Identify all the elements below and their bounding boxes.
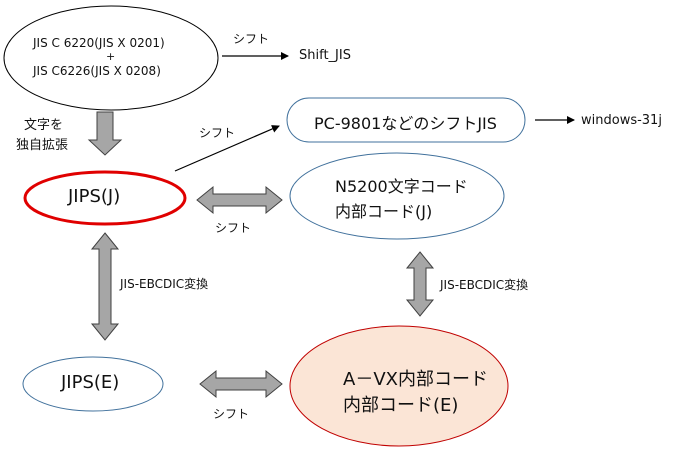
jips-n5200-double-arrow [196,185,283,215]
n5200-line1: N5200文字コード [335,177,468,196]
n5200-line2: 内部コード(J) [335,202,433,221]
pc9801-label: PC-9801などのシフトJIS [314,114,497,133]
n5200-avx-vertical-double-arrow [405,251,435,317]
windows31j-label: windows-31j [581,113,662,128]
jis-standard-line1: JIS C 6220(JIS X 0201) [33,36,165,50]
avx-ellipse [289,325,509,447]
shift-label-top: シフト [233,32,270,46]
jis-standard-plus: + [106,50,116,63]
jips-e-label: JIPS(E) [61,372,120,393]
jips-vertical-double-arrow [90,232,120,341]
avx-line2: 内部コード(E) [343,395,459,416]
extend-down-arrow [87,111,123,156]
jips-j-label: JIPS(J) [68,186,121,207]
jis-standard-line2: JIS C6226(JIS X 0208) [33,64,161,78]
pc9801-box [286,97,526,143]
ebcdic-label-left: JIS-EBCDIC変換 [120,277,209,291]
jis-standard-ellipse [3,5,219,111]
ebcdic-label-right: JIS-EBCDIC変換 [440,278,529,292]
jips-e-ellipse [22,356,164,412]
extend-label-line1: 文字を [24,118,64,133]
extend-label-line2: 独自拡張 [16,138,69,153]
jipse-avx-double-arrow [199,369,283,399]
shift-jis-label: Shift_JIS [299,48,351,63]
jips-j-ellipse [23,170,187,226]
n5200-ellipse [289,152,505,240]
shift-label-mid: シフト [199,126,236,140]
arrow-jips-to-pc9801 [174,125,280,172]
shift-label-bottom: シフト [213,407,250,421]
avx-line1: A－VX内部コード [343,369,488,390]
shift-label-jips: シフト [215,221,252,235]
